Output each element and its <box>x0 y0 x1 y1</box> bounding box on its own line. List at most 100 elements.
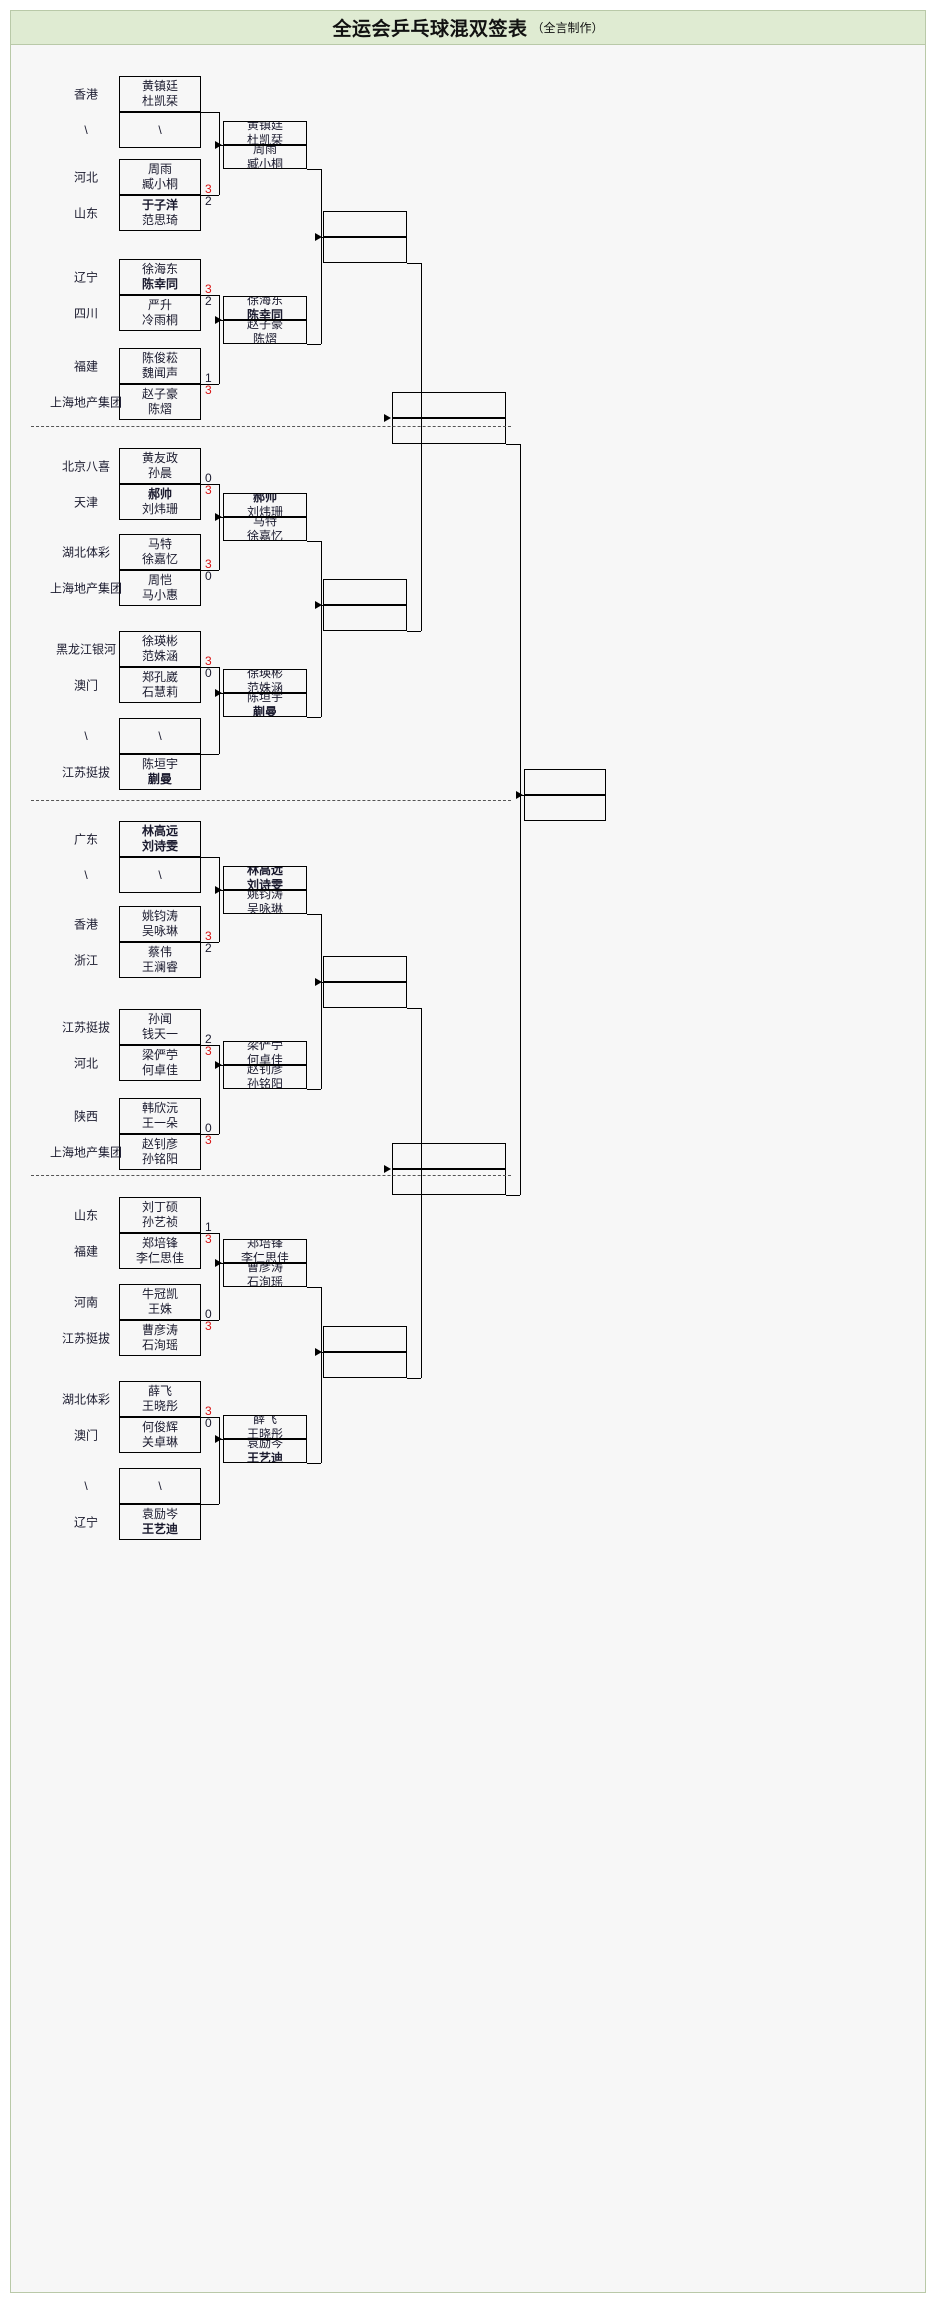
match-box-r1[interactable]: \ <box>119 1468 201 1504</box>
player-name <box>447 1149 450 1164</box>
match-box-r2-bot[interactable]: 周雨臧小桐 <box>223 145 307 169</box>
match-box-r1[interactable]: \ <box>119 857 201 893</box>
match-box-r2-top[interactable]: 徐瑛彬范姝涵 <box>223 669 307 693</box>
match-box-r1[interactable]: 袁励岑王艺迪 <box>119 1504 201 1540</box>
match-box-r3-top[interactable] <box>323 579 407 605</box>
match-box-r2-top[interactable]: 徐海东陈幸同 <box>223 296 307 320</box>
match-box-r1[interactable]: 郑培锋李仁思佳 <box>119 1233 201 1269</box>
match-box-r1[interactable]: 孙闻钱天一 <box>119 1009 201 1045</box>
connector-line <box>307 1089 321 1090</box>
match-box-r2-top[interactable]: 薛飞王晓彤 <box>223 1415 307 1439</box>
match-box-r1[interactable]: 刘丁硕孙艺祯 <box>119 1197 201 1233</box>
match-box-r1[interactable]: 陈俊菘魏闻声 <box>119 348 201 384</box>
match-box-r2-top[interactable]: 梁俨苧何卓佳 <box>223 1041 307 1065</box>
page-subtitle: （全言制作） <box>531 21 604 35</box>
match-box-r1[interactable]: 周恺马小惠 <box>119 570 201 606</box>
match-box-r1[interactable]: 徐海东陈幸同 <box>119 259 201 295</box>
match-box-r2-top[interactable]: 林高远刘诗雯 <box>223 866 307 890</box>
match-box-r1[interactable]: 梁俨苧何卓佳 <box>119 1045 201 1081</box>
match-box-r1[interactable]: 赵子豪陈熠 <box>119 384 201 420</box>
match-box-r3-top[interactable] <box>323 1326 407 1352</box>
match-box-r1[interactable]: 曹彦涛石洵瑶 <box>119 1320 201 1356</box>
connector-line <box>407 631 421 632</box>
match-box-r2-bot[interactable]: 姚钧涛吴咏琳 <box>223 890 307 914</box>
player-name: 陈幸同 <box>141 277 178 291</box>
player-name: 石洵瑶 <box>246 1275 283 1287</box>
player-name: 徐瑛彬 <box>141 634 178 648</box>
player-name: \ <box>158 867 162 882</box>
team-label: \ <box>84 868 88 882</box>
connector-line <box>201 484 219 485</box>
match-box-r1[interactable]: 韩欣沅王一朵 <box>119 1098 201 1134</box>
match-box-r1[interactable]: 何俊辉关卓琳 <box>119 1417 201 1453</box>
match-box-r3-bot[interactable] <box>323 237 407 263</box>
connector-line <box>520 444 521 1195</box>
match-box-r3-bot[interactable] <box>323 982 407 1008</box>
connector-line <box>321 914 322 1089</box>
match-box-r1[interactable]: 黄镇廷杜凯栞 <box>119 76 201 112</box>
match-box-r1[interactable]: 薛飞王晓彤 <box>119 1381 201 1417</box>
match-box-r3-top[interactable] <box>323 956 407 982</box>
match-box-r3-bot[interactable] <box>323 1352 407 1378</box>
match-box-r1[interactable]: 林高远刘诗雯 <box>119 821 201 857</box>
match-box-r3-top[interactable] <box>323 211 407 237</box>
match-box-r1[interactable]: 黄友政孙晨 <box>119 448 201 484</box>
match-box-r2-bot[interactable]: 马特徐嘉忆 <box>223 517 307 541</box>
player-name: 徐海东 <box>141 262 178 276</box>
score-label: 3 <box>205 1319 212 1333</box>
team-label: 上海地产集团 <box>49 395 123 410</box>
match-box-r1[interactable]: 赵钊彦孙铭阳 <box>119 1134 201 1170</box>
connector-line <box>201 1504 219 1505</box>
match-box-r1[interactable]: 于子洋范思琦 <box>119 195 201 231</box>
team-label: 上海地产集团 <box>49 1145 123 1160</box>
connector-line <box>201 754 219 755</box>
player-name: 孙铭阳 <box>141 1152 178 1166</box>
match-box-r1[interactable]: 马特徐嘉忆 <box>119 534 201 570</box>
match-box-r1[interactable]: 周雨臧小桐 <box>119 159 201 195</box>
player-name: 孙晨 <box>147 466 172 480</box>
player-name: 李仁思佳 <box>135 1251 184 1265</box>
match-box-r1[interactable]: \ <box>119 718 201 754</box>
player-name: 蒯曼 <box>147 772 172 786</box>
match-box-r2-bot[interactable]: 曹彦涛石洵瑶 <box>223 1263 307 1287</box>
match-box-r4-bot[interactable] <box>392 1169 506 1195</box>
player-name: 周恺 <box>147 573 172 587</box>
match-box-r2-bot[interactable]: 陈垣宇蒯曼 <box>223 693 307 717</box>
match-box-r4-bot[interactable] <box>392 418 506 444</box>
match-box-r1[interactable]: \ <box>119 112 201 148</box>
team-label: 河北 <box>73 170 99 185</box>
score-label: 0 <box>205 666 212 680</box>
match-box-r1[interactable]: 牛冠凯王姝 <box>119 1284 201 1320</box>
player-name: 于子洋 <box>141 198 178 212</box>
player-name: 孙铭阳 <box>246 1077 283 1089</box>
match-box-r1[interactable]: 姚钧涛吴咏琳 <box>119 906 201 942</box>
connector-arrow <box>215 1259 222 1267</box>
match-box-r2-top[interactable]: 郝帅刘炜珊 <box>223 493 307 517</box>
match-box-r4-top[interactable] <box>392 392 506 418</box>
match-box-r4-top[interactable] <box>392 1143 506 1169</box>
match-box-r1[interactable]: 陈垣宇蒯曼 <box>119 754 201 790</box>
connector-line <box>201 295 219 296</box>
match-box-r2-bot[interactable]: 袁励岑王艺迪 <box>223 1439 307 1463</box>
score-label: 2 <box>205 1032 212 1046</box>
match-box-r1[interactable]: 徐瑛彬范姝涵 <box>119 631 201 667</box>
match-box-r2-top[interactable]: 郑培锋李仁思佳 <box>223 1239 307 1263</box>
match-box-r3-bot[interactable] <box>323 605 407 631</box>
match-box-r2-bot[interactable]: 赵子豪陈熠 <box>223 320 307 344</box>
match-box-final-top[interactable] <box>524 769 606 795</box>
player-name <box>363 611 366 626</box>
match-box-final-bot[interactable] <box>524 795 606 821</box>
connector-line <box>506 444 520 445</box>
connector-arrow <box>516 791 523 799</box>
connector-line <box>201 1045 219 1046</box>
match-box-r1[interactable]: 严升冷雨桐 <box>119 295 201 331</box>
player-name: 刘诗雯 <box>246 878 283 890</box>
match-box-r1[interactable]: 郑孔崴石慧莉 <box>119 667 201 703</box>
match-box-r2-bot[interactable]: 赵钊彦孙铭阳 <box>223 1065 307 1089</box>
connector-line <box>201 1320 219 1321</box>
team-label: 香港 <box>73 87 99 102</box>
match-box-r2-top[interactable]: 黄镇廷杜凯栞 <box>223 121 307 145</box>
match-box-r1[interactable]: 郝帅刘炜珊 <box>119 484 201 520</box>
match-box-r1[interactable]: 蔡伟王澜睿 <box>119 942 201 978</box>
team-label: 黑龙江银河 <box>55 642 117 657</box>
